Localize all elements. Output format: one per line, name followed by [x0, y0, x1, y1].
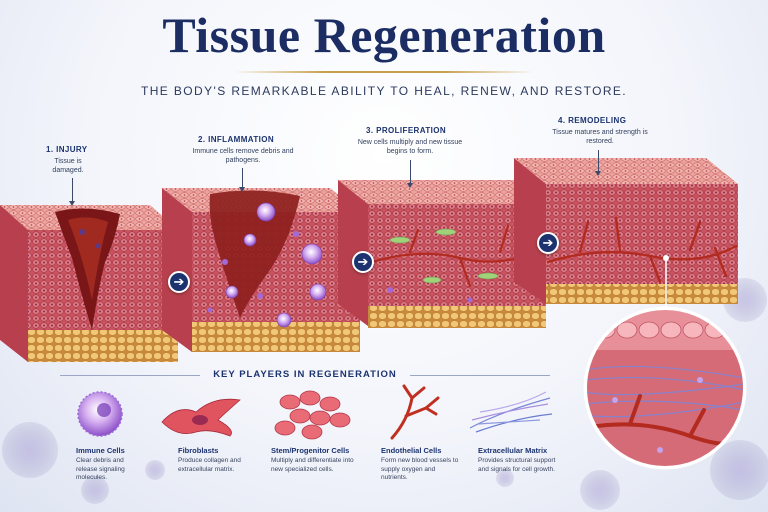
key-players-rule-right: [410, 375, 550, 376]
page-title: Tissue Regeneration: [162, 7, 606, 63]
key-players-heading: KEY PLAYERS IN REGENERATION: [213, 369, 397, 380]
stage-4-tissue-block: [514, 158, 738, 304]
arrow-right-icon: ➔: [542, 235, 554, 250]
key-player-description: Clear debris and release signaling molec…: [76, 457, 125, 481]
key-player-name: Stem/Progenitor Cells: [271, 446, 350, 455]
immune-cells-icon: [77, 391, 123, 437]
stage-2-tissue-block: [162, 188, 360, 352]
key-player-name: Fibroblasts: [178, 446, 219, 455]
key-player-description: Provides structural support and signals …: [478, 457, 556, 473]
title-divider: [234, 71, 534, 73]
key-player-description: Produce collagen and extracellular matri…: [178, 457, 241, 473]
key-player-description: Multiply and differentiate into new spec…: [271, 457, 354, 473]
stage-1-tissue-block: [0, 205, 178, 362]
stage-2-pointer: [239, 168, 245, 192]
arrow-right-icon: ➔: [357, 254, 369, 269]
extracellular-matrix-icon: [469, 391, 553, 433]
fibroblasts-icon: [161, 398, 241, 437]
page-subtitle: THE BODY'S REMARKABLE ABILITY TO HEAL, R…: [140, 84, 628, 98]
stage-1-pointer: [69, 178, 75, 206]
stage-1-description: Tissue is damaged.: [52, 158, 84, 174]
key-players-rule-left: [60, 375, 200, 376]
stem-progenitor-cells-icon: [274, 390, 351, 440]
arrow-right-icon: ➔: [173, 274, 185, 289]
stage-1-title: 1. INJURY: [46, 145, 88, 154]
stage-4-title: 4. REMODELING: [558, 116, 627, 125]
next-stage-arrow-3: ➔: [537, 232, 559, 254]
stage-3-description: New cells multiply and new tissue begins…: [357, 139, 463, 155]
key-player-name: Extracellular Matrix: [478, 446, 548, 455]
key-player-description: Form new blood vessels to supply oxygen …: [381, 457, 459, 481]
zoom-detail-circle: [583, 306, 747, 470]
stage-4-pointer: [595, 150, 601, 176]
key-player-name: Endothelial Cells: [381, 446, 442, 455]
stage-2-title: 2. INFLAMMATION: [198, 135, 275, 144]
background-cells: [2, 278, 768, 510]
stage-3-title: 3. PROLIFERATION: [366, 126, 447, 135]
endothelial-cells-icon: [390, 384, 440, 440]
stage-4-description: Tissue matures and strength is restored.: [552, 129, 648, 145]
next-stage-arrow-1: ➔: [168, 271, 190, 293]
stage-3-pointer: [407, 160, 413, 188]
key-player-name: Immune Cells: [76, 446, 125, 455]
stage-2-description: Immune cells remove debris and pathogens…: [192, 148, 294, 164]
next-stage-arrow-2: ➔: [352, 251, 374, 273]
